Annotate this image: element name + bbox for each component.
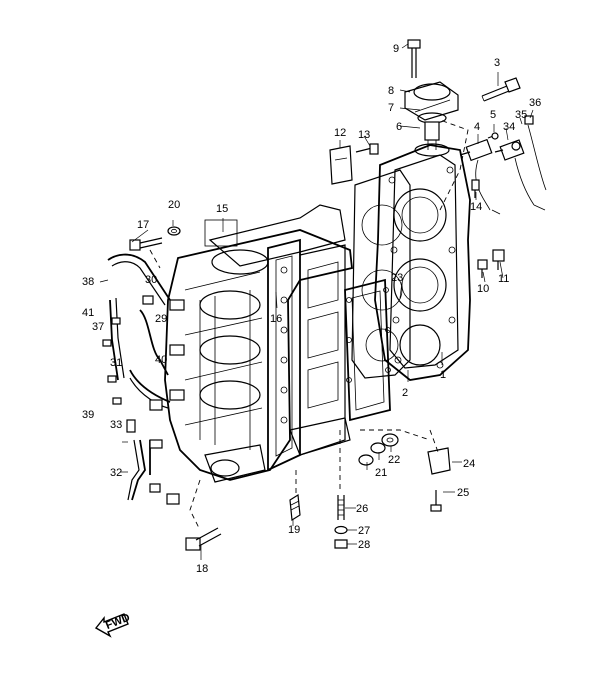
stud-19 (289, 493, 301, 522)
callout-30: 30 (145, 274, 157, 286)
cylinder-block (164, 204, 391, 483)
callout-28: 28 (358, 539, 370, 551)
bolt-17 (129, 226, 181, 251)
callout-1: 1 (440, 369, 446, 381)
sensor-group (459, 115, 547, 215)
bolt-18 (185, 527, 222, 551)
callout-29: 29 (155, 313, 167, 325)
fitting-14 (471, 179, 480, 198)
callout-7: 7 (388, 102, 394, 114)
callout-8: 8 (388, 85, 394, 97)
callout-27: 27 (358, 525, 370, 537)
callout-13: 13 (358, 129, 370, 141)
dashed-lines (149, 119, 469, 531)
callout-10: 10 (477, 283, 489, 295)
callout-6: 6 (396, 121, 402, 133)
callout-4: 4 (474, 121, 480, 133)
thermostat-housing (404, 39, 521, 157)
callout-36: 36 (529, 97, 541, 109)
callout-39: 39 (82, 409, 94, 421)
stud-26 (334, 495, 348, 549)
callout-40: 40 (155, 354, 167, 366)
cylinder-head (351, 144, 471, 381)
fwd-label: FWD (104, 612, 132, 633)
leader-lines (99, 43, 534, 560)
callout-23: 23 (391, 272, 403, 284)
callout-25: 25 (457, 487, 469, 499)
callout-16: 16 (270, 313, 282, 325)
callout-41: 41 (82, 307, 94, 319)
callout-5: 5 (490, 109, 496, 121)
callout-21: 21 (375, 467, 387, 479)
callout-26: 26 (356, 503, 368, 515)
callout-18: 18 (196, 563, 208, 575)
callout-32: 32 (110, 467, 122, 479)
callout-34: 34 (503, 121, 515, 133)
callout-19: 19 (288, 524, 300, 536)
anode-24 (427, 447, 451, 512)
callout-11: 11 (498, 273, 509, 285)
callout-22: 22 (388, 454, 400, 466)
hose-group (102, 253, 180, 505)
callout-9: 9 (393, 43, 399, 55)
callout-31: 31 (110, 357, 122, 369)
washer-group (358, 433, 399, 466)
clamp-12 (329, 143, 379, 185)
callout-37: 37 (92, 321, 104, 333)
callout-38: 38 (82, 276, 94, 288)
callout-35: 35 (515, 109, 527, 121)
fwd-arrow: FWD (94, 612, 132, 638)
callout-15: 15 (216, 203, 228, 215)
callout-14: 14 (470, 201, 482, 213)
callout-12: 12 (334, 127, 346, 139)
callout-3: 3 (494, 57, 500, 69)
callout-17: 17 (137, 219, 149, 231)
fitting-10-11 (477, 249, 505, 278)
callout-33: 33 (110, 419, 122, 431)
callout-24: 24 (463, 458, 475, 470)
callout-20: 20 (168, 199, 180, 211)
callout-2: 2 (402, 387, 408, 399)
